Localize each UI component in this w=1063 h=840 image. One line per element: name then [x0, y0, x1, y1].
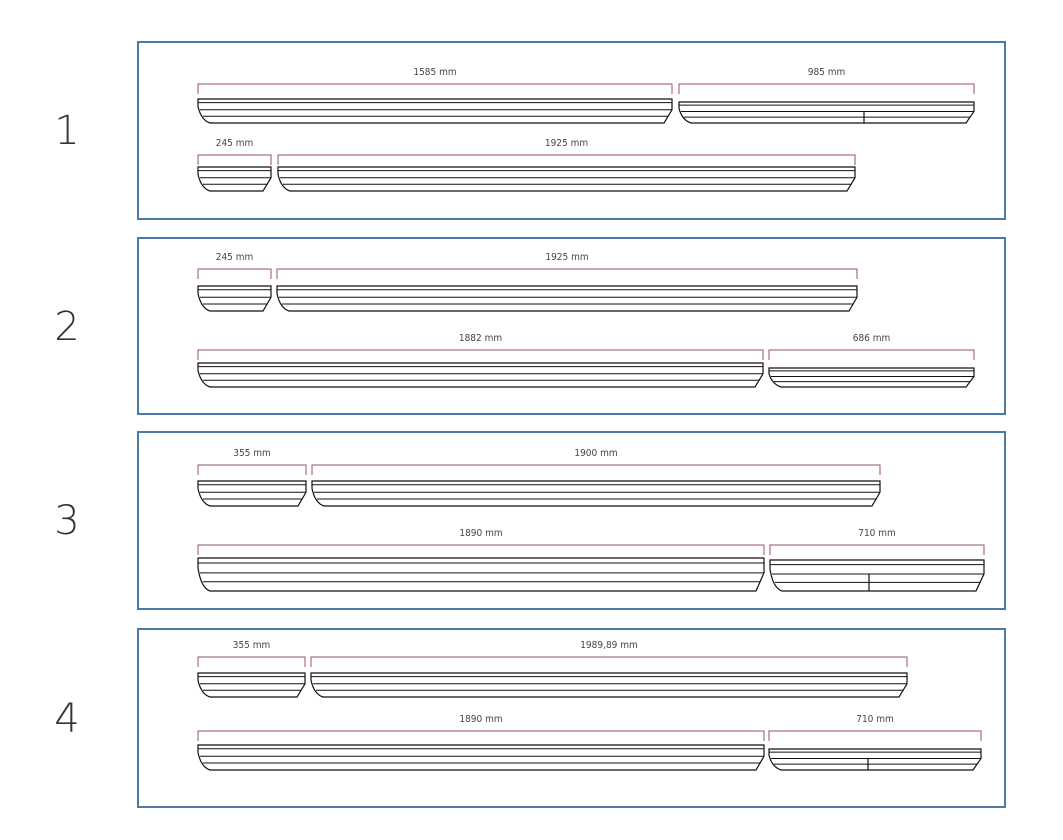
option-panel-3 — [137, 431, 1006, 610]
dimension-bracket — [276, 268, 858, 279]
dimension-label: 1900 mm — [574, 448, 617, 459]
dimension-label: 1989,89 mm — [580, 640, 638, 651]
dimension-bracket — [769, 544, 985, 555]
dimension-label: 355 mm — [233, 448, 271, 459]
dimension-label: 1585 mm — [413, 67, 456, 78]
dimension-bracket — [768, 730, 982, 741]
option-panel-2 — [137, 237, 1006, 415]
option-number-3: 3 — [54, 498, 80, 544]
option-panel-1 — [137, 41, 1006, 220]
dimension-label: 245 mm — [216, 252, 254, 263]
dimension-label: 686 mm — [853, 333, 891, 344]
dimension-label: 1890 mm — [459, 714, 502, 725]
dimension-label: 1925 mm — [545, 252, 588, 263]
dimension-bracket — [768, 349, 975, 360]
dimension-bracket — [277, 154, 856, 165]
dimension-bracket — [197, 268, 272, 279]
dimension-label: 1925 mm — [545, 138, 588, 149]
dimension-label: 710 mm — [856, 714, 894, 725]
dimension-label: 245 mm — [216, 138, 254, 149]
option-number-4: 4 — [54, 696, 80, 742]
dimension-bracket — [310, 656, 908, 667]
dimension-label: 710 mm — [858, 528, 896, 539]
dimension-bracket — [678, 83, 975, 94]
dimension-bracket — [197, 349, 764, 360]
dimension-label: 1890 mm — [459, 528, 502, 539]
dimension-bracket — [197, 154, 272, 165]
option-number-2: 2 — [54, 304, 80, 350]
dimension-bracket — [197, 83, 673, 94]
dimension-label: 355 mm — [233, 640, 271, 651]
dimension-bracket — [197, 730, 765, 741]
option-number-1: 1 — [54, 108, 80, 154]
dimension-label: 1882 mm — [459, 333, 502, 344]
dimension-bracket — [197, 656, 306, 667]
dimension-label: 985 mm — [808, 67, 846, 78]
dimension-bracket — [197, 544, 765, 555]
dimension-bracket — [311, 464, 881, 475]
dimension-bracket — [197, 464, 307, 475]
option-panel-4 — [137, 628, 1006, 808]
